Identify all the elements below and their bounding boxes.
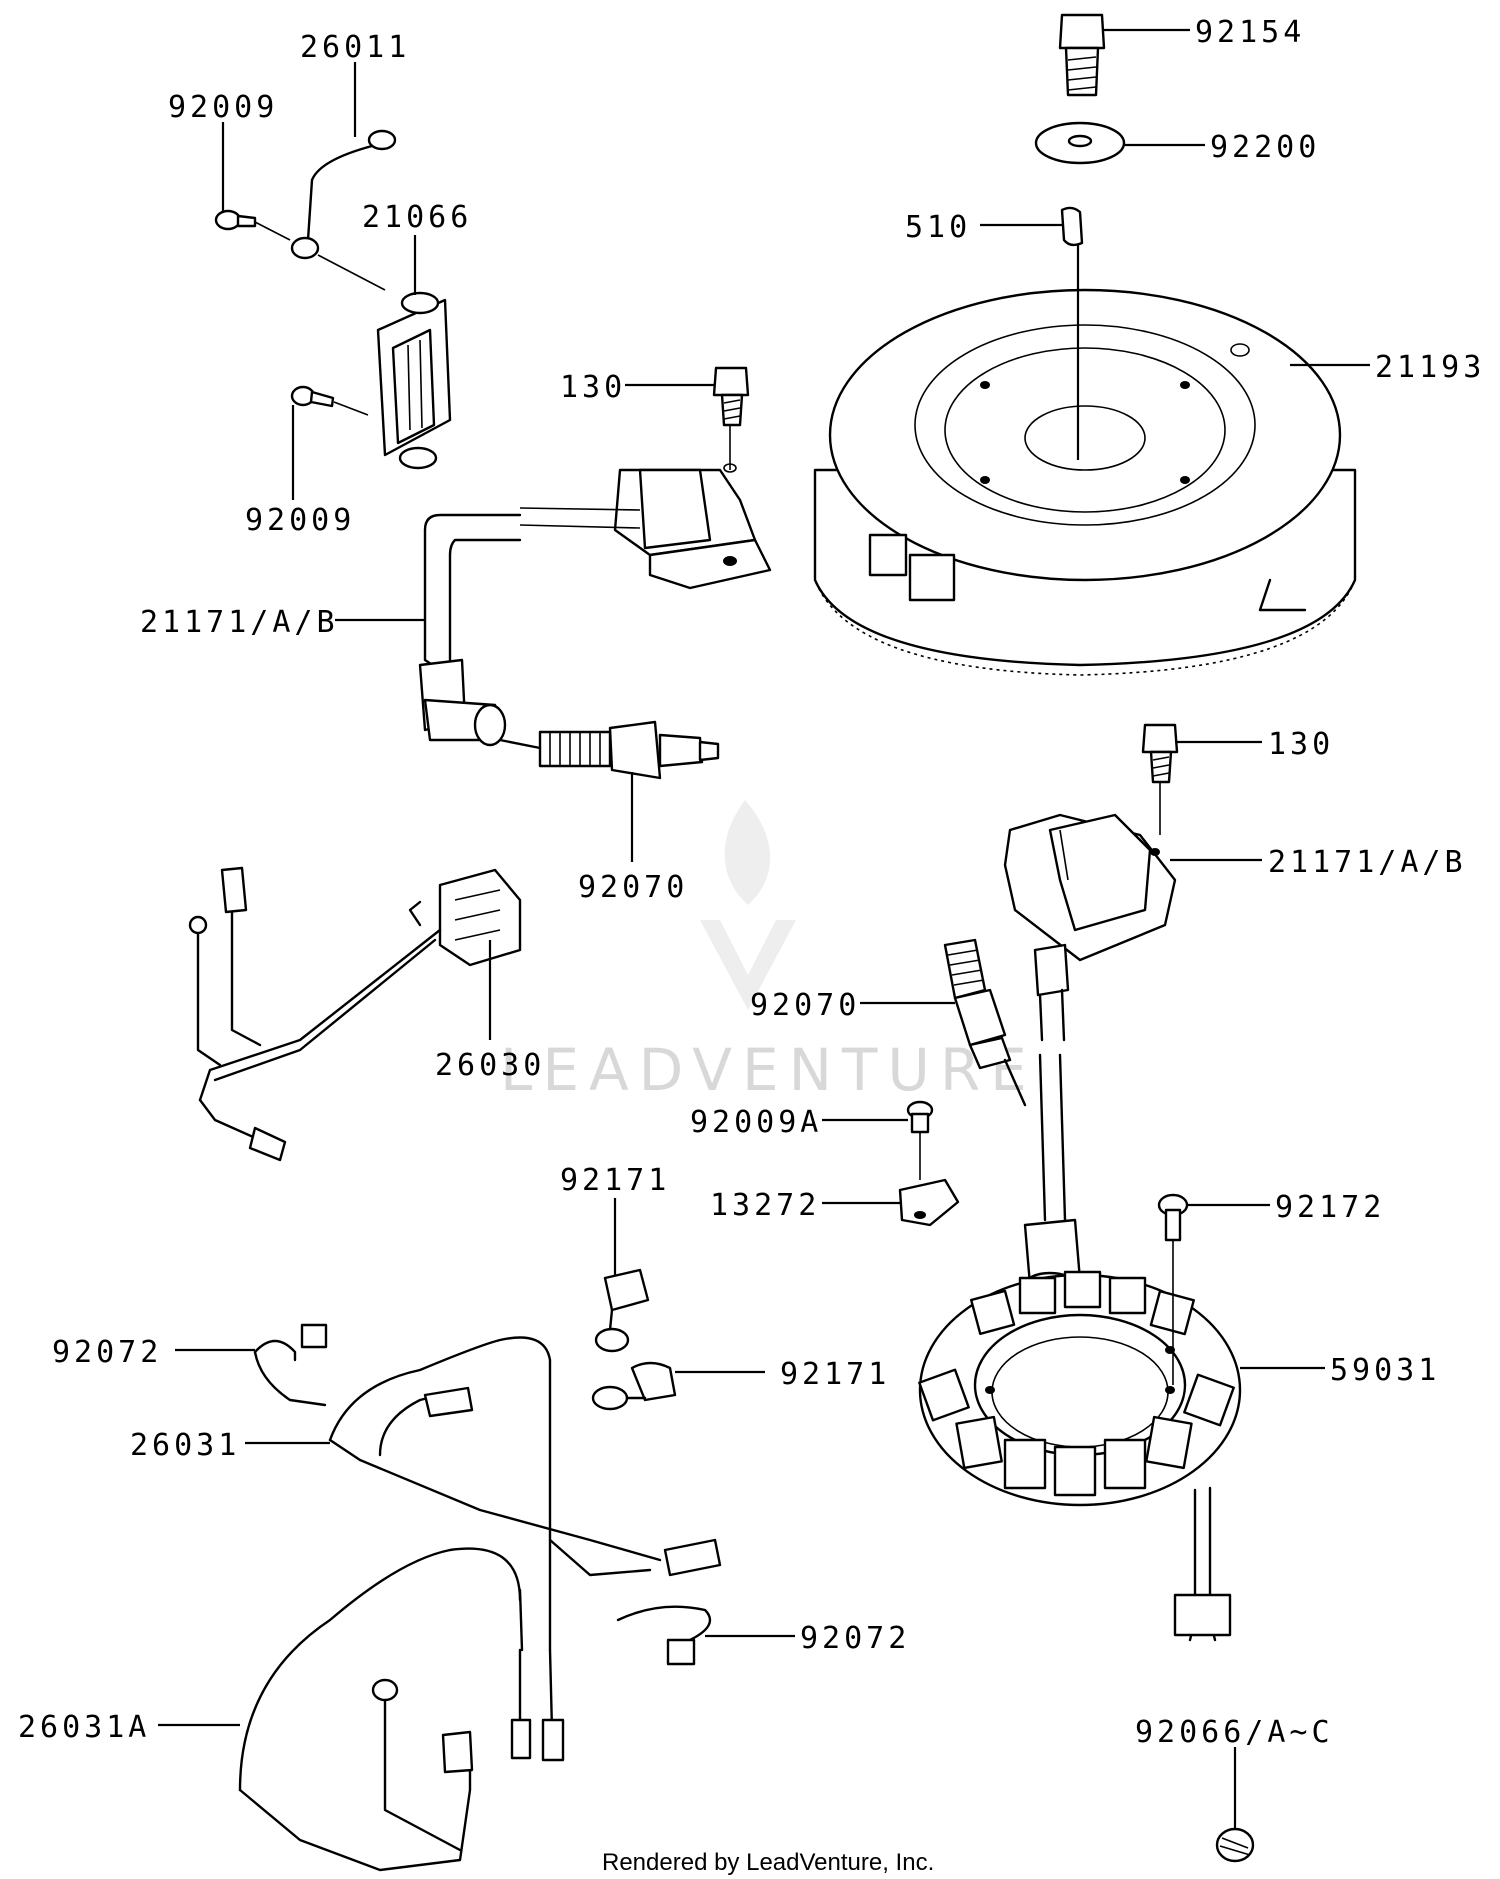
ignition-coil-upper <box>418 463 772 747</box>
label-130-upper: 130 <box>560 370 626 405</box>
key-510 <box>1060 206 1084 247</box>
leader-lines <box>158 28 1370 1828</box>
harness-26031 <box>328 1336 722 1762</box>
label-21171-upper: 21171/A/B <box>140 605 339 640</box>
watermark-text: LEADVENTURE <box>500 1036 1037 1104</box>
label-92009A: 92009A <box>690 1105 822 1140</box>
label-26011: 26011 <box>300 30 410 65</box>
label-21066: 21066 <box>362 200 472 235</box>
washer-92200 <box>1034 121 1126 165</box>
ground-wire-26011 <box>290 129 397 260</box>
label-130-lower: 130 <box>1268 727 1334 762</box>
part-labels: 92154 92200 510 21193 26011 92009 21066 … <box>18 15 1485 1750</box>
stator-59031 <box>918 1270 1242 1642</box>
label-92171-upper: 92171 <box>560 1163 670 1198</box>
label-92070-lower: 92070 <box>750 988 860 1023</box>
label-92200: 92200 <box>1210 130 1320 165</box>
harness-26030 <box>188 866 522 1162</box>
harness-26031A <box>238 1547 532 1872</box>
screw-92009-upper <box>214 209 257 231</box>
terminal-92072-upper <box>253 1323 328 1407</box>
label-21171-lower: 21171/A/B <box>1268 845 1467 880</box>
clamp-92171-lower <box>591 1361 677 1411</box>
label-26030: 26030 <box>435 1048 545 1083</box>
screw-130-upper <box>712 366 750 427</box>
label-21193: 21193 <box>1375 350 1485 385</box>
label-92066: 92066/A~C <box>1135 1715 1334 1750</box>
screw-92009A <box>906 1100 934 1134</box>
credit-text: Rendered by LeadVenture, Inc. <box>602 1849 934 1876</box>
label-92070-upper: 92070 <box>578 870 688 905</box>
bolt-92154 <box>1058 13 1106 97</box>
label-92072-lower: 92072 <box>800 1621 910 1656</box>
screw-92009-lower <box>290 385 335 408</box>
label-92154: 92154 <box>1195 15 1305 50</box>
label-510: 510 <box>905 210 971 245</box>
label-26031: 26031 <box>130 1428 240 1463</box>
watermark-logo <box>700 800 796 1010</box>
label-92072-upper: 92072 <box>52 1335 162 1370</box>
screw-92172 <box>1157 1193 1189 1242</box>
label-92172: 92172 <box>1275 1190 1385 1225</box>
regulator-21066 <box>376 291 452 470</box>
flywheel-21193 <box>813 288 1357 676</box>
label-13272: 13272 <box>710 1188 820 1223</box>
label-92009-lower: 92009 <box>245 503 355 538</box>
label-26031A: 26031A <box>18 1710 150 1745</box>
spark-plug-upper <box>498 720 720 780</box>
label-92009-upper: 92009 <box>168 90 278 125</box>
nut-92066 <box>1215 1827 1255 1863</box>
spark-plug-lower <box>943 938 1027 1107</box>
clamp-92171-upper <box>594 1268 650 1353</box>
bracket-13272 <box>898 1178 960 1227</box>
terminal-92072-lower <box>616 1605 712 1666</box>
label-59031: 59031 <box>1330 1353 1440 1388</box>
label-92171-lower: 92171 <box>780 1357 890 1392</box>
screw-130-lower <box>1141 723 1179 784</box>
